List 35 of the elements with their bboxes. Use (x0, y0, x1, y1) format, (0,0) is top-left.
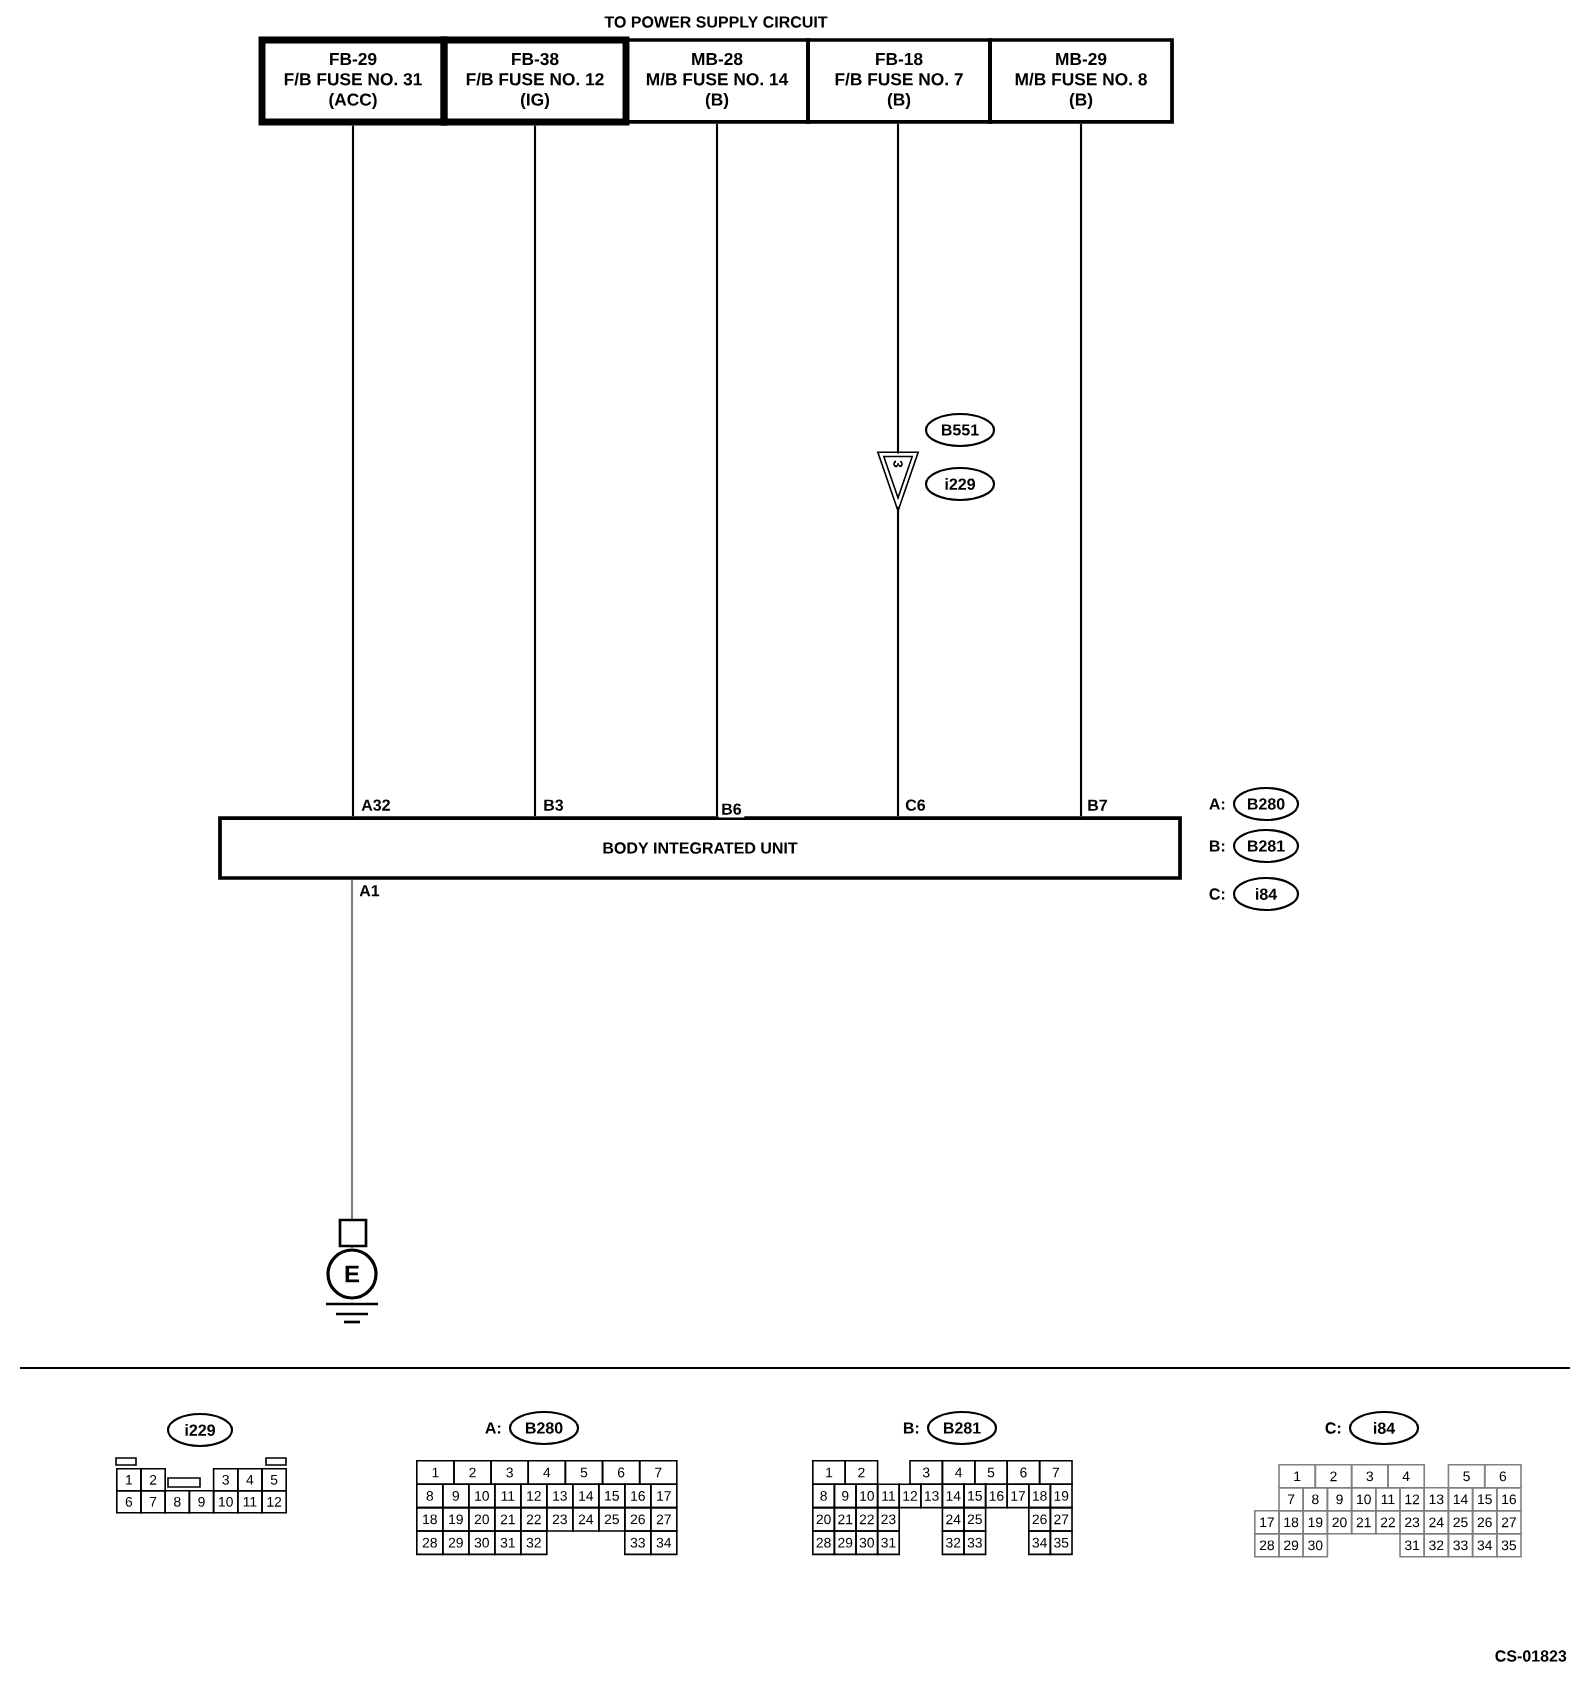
pin-label: B3 (540, 796, 567, 814)
connector-oval: B280 (508, 1410, 580, 1446)
connector-oval: i229 (166, 1412, 234, 1448)
fuse-box: FB-18 F/B FUSE NO. 7 (B) (806, 38, 992, 124)
connector-oval: B281 (926, 1410, 998, 1446)
wire (715, 123, 719, 817)
wire (351, 125, 355, 817)
fuse-box: MB-29 M/B FUSE NO. 8 (B) (988, 38, 1174, 124)
connector-oval: B281 (1232, 828, 1300, 864)
connector-oval: B551 (924, 412, 996, 448)
fuse-box: FB-29 F/B FUSE NO. 31 (ACC) (258, 36, 448, 126)
wire (896, 506, 900, 817)
control-unit-box: BODY INTEGRATED UNIT (218, 816, 1182, 880)
label-text: CS-01823 (1495, 1650, 1567, 1662)
wire (533, 125, 537, 817)
connector-oval: B280 (1232, 786, 1300, 822)
connector-oval: i84 (1232, 876, 1300, 912)
pin-label: C6 (902, 796, 929, 814)
connector-letter: B: (903, 1422, 919, 1434)
pin-label: B6 (718, 800, 745, 818)
wire (1079, 123, 1083, 817)
wire (896, 123, 900, 454)
connector-letter: A: (485, 1422, 501, 1434)
connector-letter: C: (1209, 888, 1225, 900)
pin-label: B7 (1084, 797, 1111, 814)
fuse-box: MB-28 M/B FUSE NO. 14 (B) (624, 38, 810, 124)
connector-letter: B: (1209, 840, 1225, 852)
pin-label: A1 (356, 882, 383, 899)
label-text: TO POWER SUPPLY CIRCUIT (604, 16, 828, 28)
connector-letter: C: (1325, 1422, 1341, 1434)
connector-letter: A: (1209, 798, 1225, 810)
connector-oval: i84 (1348, 1410, 1420, 1446)
fuse-box: FB-38 F/B FUSE NO. 12 (IG) (440, 36, 630, 126)
pin-label: A32 (358, 796, 394, 814)
connector-oval: i229 (924, 466, 996, 502)
